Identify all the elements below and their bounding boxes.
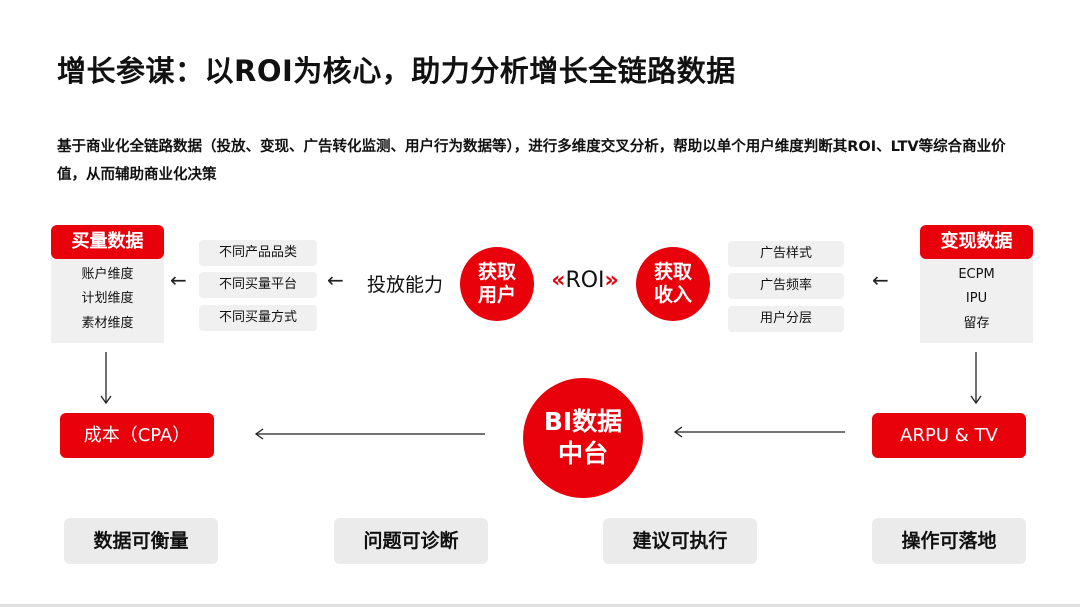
arrow-left-icon: ← [327, 268, 344, 292]
left-panel [51, 244, 164, 343]
arpu-box: ARPU & TV [872, 413, 1026, 458]
bottom-item: 数据可衡量 [64, 518, 218, 564]
acquire-revenue-line: 获取 [653, 261, 692, 283]
left-pill: 不同买量方式 [199, 305, 317, 331]
left-panel-item: 账户维度 [81, 267, 134, 282]
right-panel-item: ECPM [958, 267, 995, 282]
left-pill: 不同买量平台 [199, 272, 317, 298]
arrow-left-icon: ← [170, 268, 187, 292]
page-title: 增长参谋：以ROI为核心，助力分析增长全链路数据 [57, 54, 736, 88]
bottom-item: 操作可落地 [872, 518, 1026, 564]
bi-data-platform-circle: BI数据 中台 [523, 378, 643, 498]
roi-label: «ROI» [540, 268, 630, 293]
acquire-revenue-circle: 获取 收入 [636, 247, 710, 321]
down-arrow-left-icon [100, 352, 112, 405]
down-arrow-right-icon [970, 352, 982, 405]
right-pill: 用户分层 [728, 306, 844, 332]
right-pill: 广告频率 [728, 273, 844, 299]
roi-left-mark: « [551, 268, 566, 293]
left-panel-item: 计划维度 [81, 291, 134, 306]
bi-circle-line: BI数据 [543, 407, 623, 436]
right-panel [920, 244, 1033, 343]
launch-label: 投放能力 [367, 274, 444, 296]
bottom-item: 建议可执行 [603, 518, 757, 564]
roi-right-mark: » [604, 268, 619, 293]
bottom-item: 问题可诊断 [334, 518, 488, 564]
bottom-divider [0, 604, 1080, 607]
right-panel-item: 留存 [963, 316, 990, 331]
acquire-user-line: 用户 [477, 284, 516, 306]
acquire-revenue-line: 收入 [653, 284, 692, 306]
acquire-user-circle: 获取 用户 [460, 247, 534, 321]
acquire-user-line: 获取 [477, 261, 516, 283]
description: 基于商业化全链路数据（投放、变现、广告转化监测、用户行为数据等），进行多维度交叉… [57, 139, 1006, 183]
right-pill: 广告样式 [728, 241, 844, 267]
arrow-left-icon: ← [872, 268, 889, 292]
left-panel-item: 素材维度 [81, 316, 134, 331]
roi-text: ROI [565, 268, 605, 293]
left-pill: 不同产品品类 [199, 240, 317, 266]
bi-circle-line: 中台 [557, 439, 608, 468]
right-panel-label: 变现数据 [920, 225, 1033, 259]
left-panel-label: 买量数据 [51, 225, 164, 259]
long-arrow-left-icon [673, 426, 845, 438]
cost-box: 成本（CPA） [60, 413, 214, 458]
right-panel-item: IPU [965, 291, 988, 306]
long-arrow-left-icon [254, 428, 485, 440]
